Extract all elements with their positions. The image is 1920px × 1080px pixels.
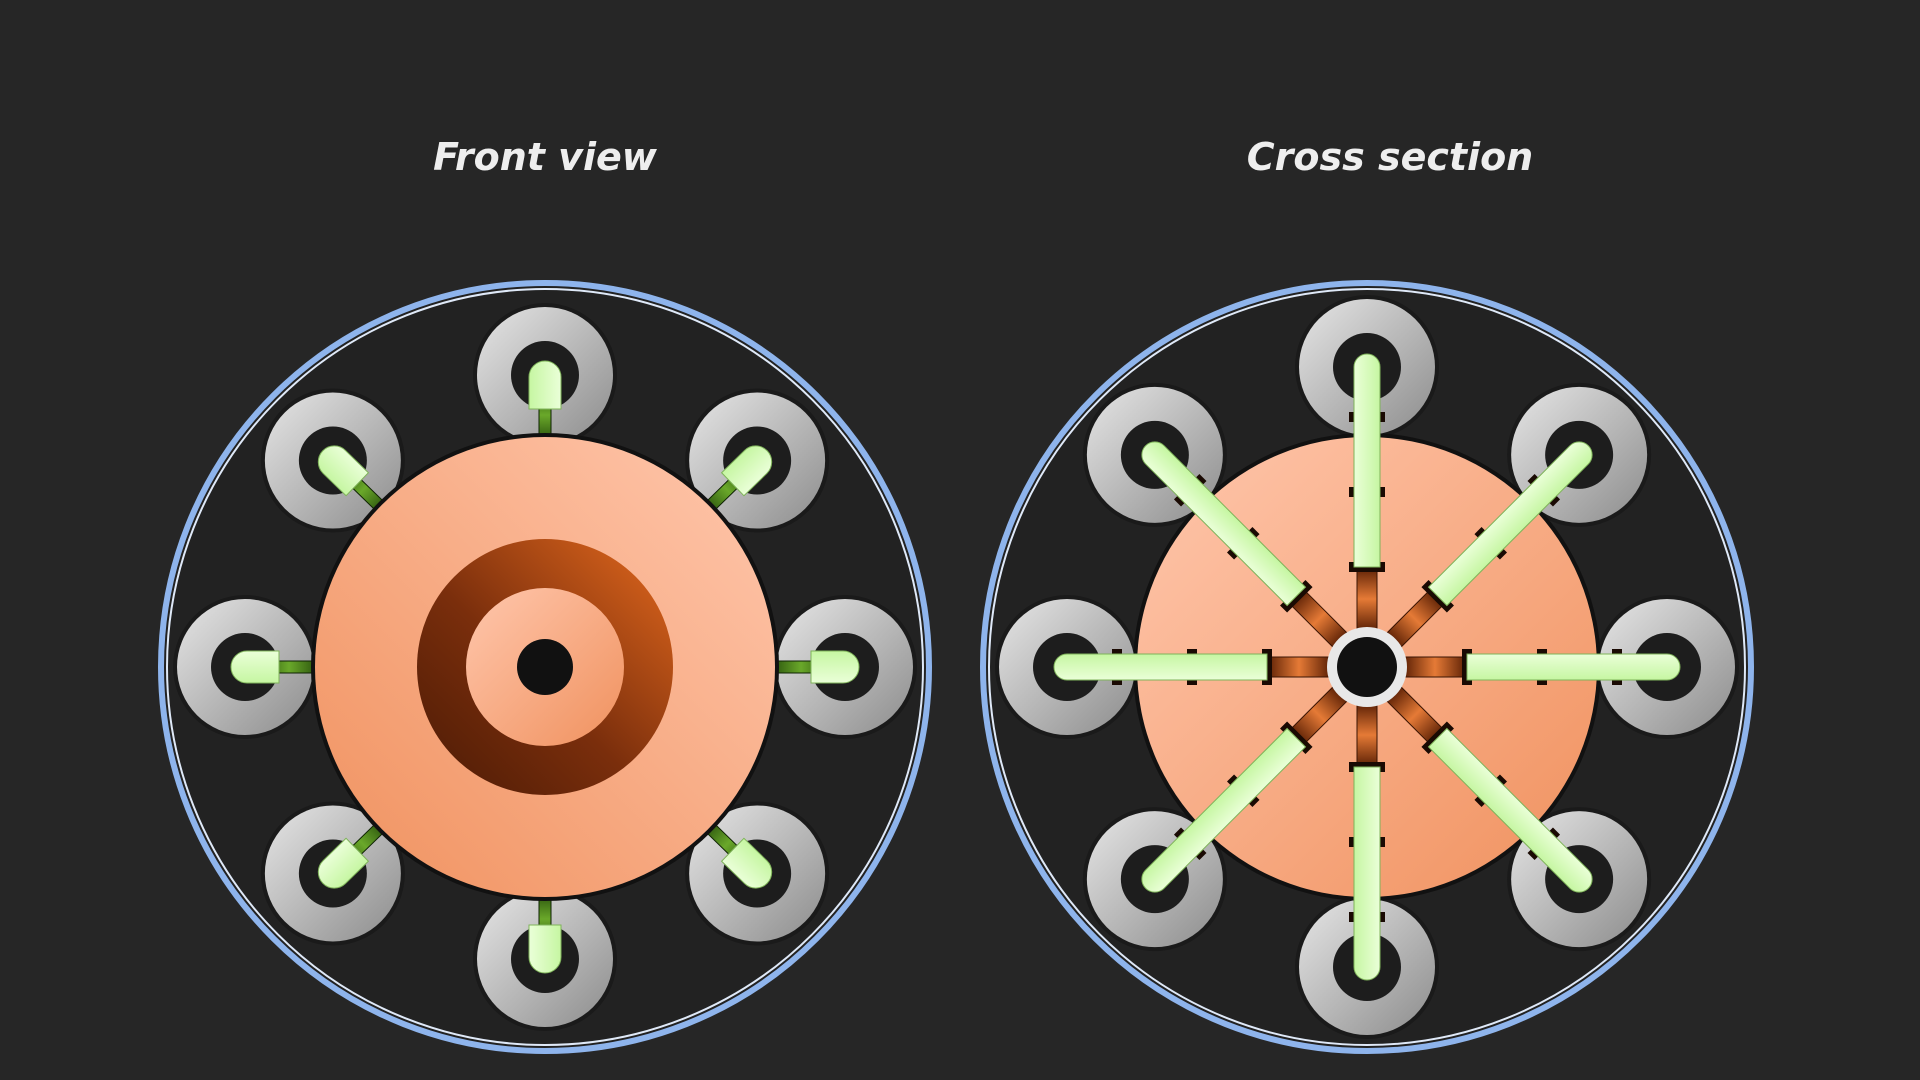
section-spoke-3 (1402, 649, 1681, 685)
section-connector-1 (1356, 566, 1378, 632)
front-feeder-6 (317, 816, 391, 889)
section-pipe-8 (1141, 441, 1307, 607)
front-pipe-tip-6 (317, 837, 370, 889)
front-pipe-tip-8 (317, 445, 370, 497)
section-spoke-8 (1141, 441, 1350, 650)
front-feeder-1 (528, 360, 562, 446)
section-pipe-3 (1466, 653, 1681, 681)
section-pipe-4 (1427, 727, 1593, 893)
section-pipe-1 (1353, 353, 1381, 568)
front-pipe-tip-4 (720, 837, 773, 889)
section-spoke-4 (1384, 684, 1593, 893)
front-center-hole (517, 639, 573, 695)
section-spoke-5 (1349, 702, 1385, 981)
section-pipe-7 (1053, 653, 1268, 681)
front-feeder-8 (317, 445, 391, 518)
front-pipe-tip-2 (720, 445, 773, 497)
front-feeder-2 (699, 445, 773, 518)
front-pipe-tip-5 (528, 924, 562, 974)
front-pipe-tip-7 (230, 650, 280, 684)
front-view-diagram (158, 280, 932, 1054)
front-feeder-3 (766, 650, 860, 684)
front-view-title: Front view (433, 135, 658, 179)
section-pipe-5 (1353, 766, 1381, 981)
front-pipe-tip-3 (810, 650, 860, 684)
section-pipe-6 (1141, 727, 1307, 893)
section-center-hole (1337, 637, 1397, 697)
front-pipe-tip-1 (528, 360, 562, 410)
front-feeder-5 (528, 888, 562, 974)
section-spoke-2 (1384, 441, 1593, 650)
section-spoke-6 (1141, 684, 1350, 893)
front-feeder-7 (230, 650, 324, 684)
front-feeder-4 (699, 816, 773, 889)
section-pipe-2 (1427, 441, 1593, 607)
section-connector-3 (1402, 656, 1468, 678)
section-housing-ring-inner-edge (988, 288, 1746, 1046)
cross-section-diagram (980, 280, 1754, 1054)
section-spoke-1 (1349, 353, 1385, 632)
cross-section-title: Cross section (1247, 135, 1533, 179)
section-connector-7 (1266, 656, 1332, 678)
front-housing-ring-inner-edge (166, 288, 924, 1046)
section-spoke-7 (1053, 649, 1332, 685)
section-connector-5 (1356, 702, 1378, 768)
